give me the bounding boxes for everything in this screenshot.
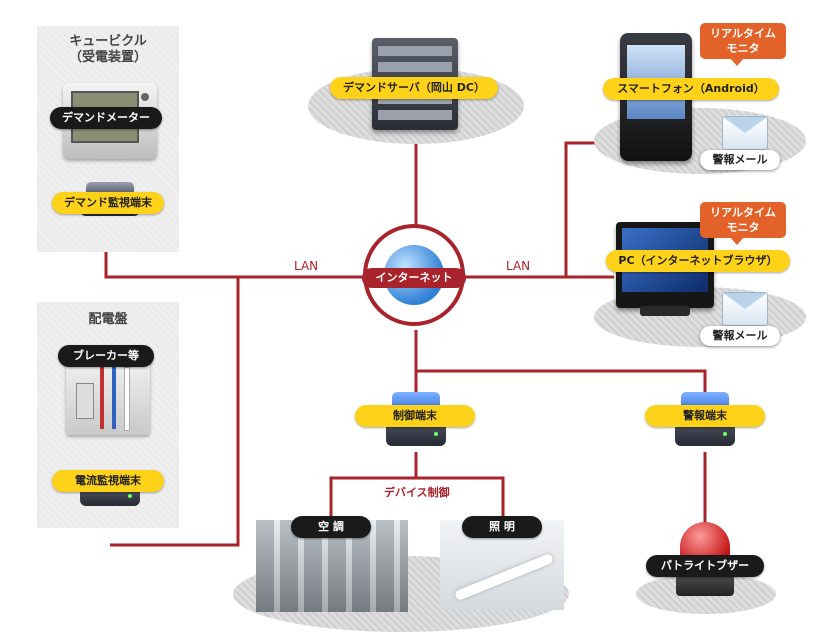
cubicle-title-line2: （受電装置） bbox=[68, 50, 147, 65]
breaker-label: ブレーカー等 bbox=[58, 345, 154, 367]
demand-server-label: デマンドサーバ（岡山 DC） bbox=[330, 77, 498, 99]
aircon-label: 空 調 bbox=[291, 516, 371, 538]
breaker-wire-blue bbox=[112, 367, 116, 429]
lan-line-current bbox=[110, 277, 240, 547]
realtime-badge-pc: リアルタイム モニタ bbox=[700, 202, 786, 245]
switchboard-title: 配電盤 bbox=[88, 312, 128, 327]
patlite-label: パトライトブザー bbox=[646, 555, 764, 577]
cubicle-title-line1: キュービクル bbox=[69, 34, 147, 49]
device-control-label: デバイス制御 bbox=[384, 486, 450, 499]
breaker-switch bbox=[76, 383, 94, 419]
breaker-image bbox=[66, 357, 150, 435]
realtime-badge-smartphone: リアルタイム モニタ bbox=[700, 23, 786, 66]
realtime-line2: モニタ bbox=[726, 221, 760, 234]
server-slot bbox=[378, 94, 452, 104]
device-control-link bbox=[329, 452, 418, 520]
alarm-terminal-label: 警報端末 bbox=[645, 405, 765, 427]
server-slot bbox=[378, 110, 452, 120]
internet-label: インターネット bbox=[362, 268, 466, 288]
alert-mail-label-1: 警報メール bbox=[700, 150, 780, 170]
breaker-wire-white bbox=[124, 367, 130, 431]
lighting-tube bbox=[453, 552, 555, 602]
server-slot bbox=[378, 46, 452, 56]
realtime-line2: モニタ bbox=[726, 42, 760, 55]
demand-meter-label: デマンドメーター bbox=[50, 107, 162, 129]
device-control-link-2 bbox=[416, 476, 505, 520]
mail-icon bbox=[722, 116, 768, 150]
current-terminal-label: 電流監視端末 bbox=[52, 470, 164, 492]
lighting-label: 照 明 bbox=[462, 516, 542, 538]
demand-terminal-label: デマンド監視端末 bbox=[52, 192, 164, 214]
breaker-wire-red bbox=[100, 367, 104, 429]
mail-icon bbox=[722, 292, 768, 326]
server-slot bbox=[378, 62, 452, 72]
alert-mail-label-2: 警報メール bbox=[700, 326, 780, 346]
lan-label-right: LAN bbox=[506, 259, 531, 273]
alarm-link bbox=[416, 369, 707, 393]
pc-label: PC（インターネットブラウザ） bbox=[606, 250, 790, 272]
realtime-line1: リアルタイム bbox=[710, 206, 776, 219]
control-terminal-label: 制御端末 bbox=[355, 405, 475, 427]
smartphone-label: スマートフォン（Android） bbox=[603, 78, 779, 100]
pc-stand bbox=[640, 306, 690, 316]
meter-knob bbox=[141, 93, 149, 101]
lan-line-right bbox=[465, 141, 624, 279]
lan-label-left: LAN bbox=[294, 259, 319, 273]
realtime-line1: リアルタイム bbox=[710, 27, 776, 40]
